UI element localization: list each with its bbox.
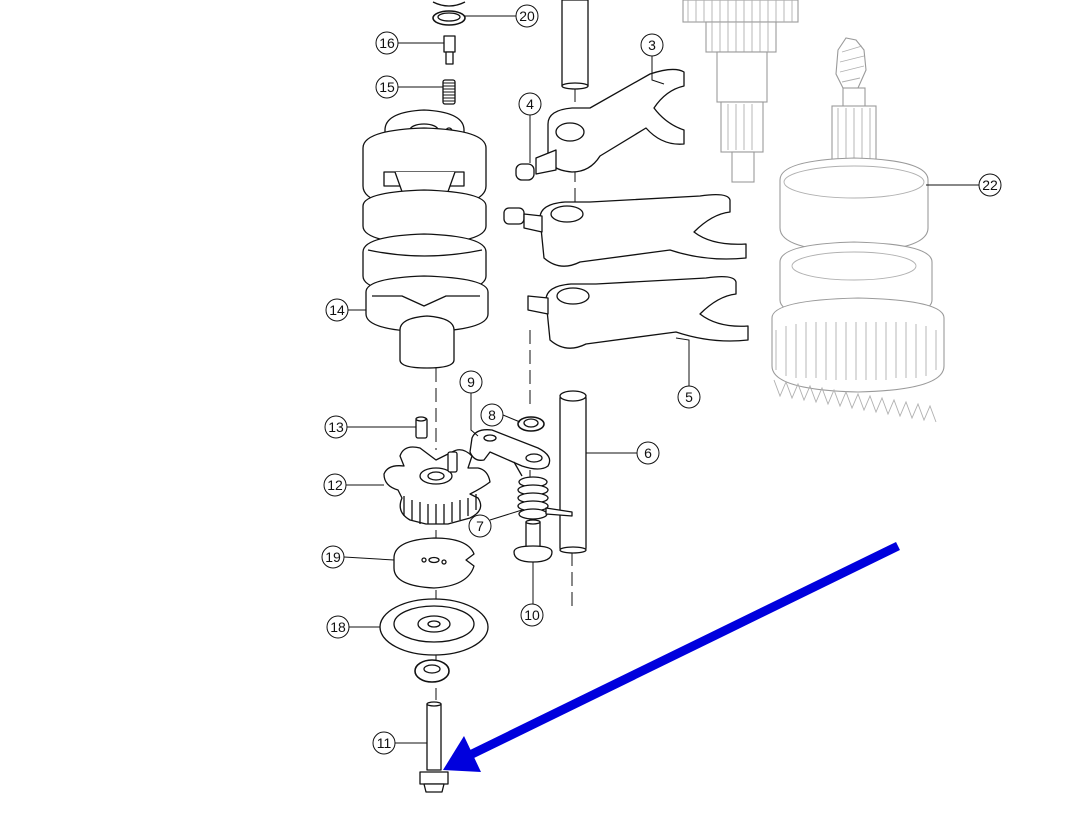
callout-10-label: 10 bbox=[524, 607, 540, 623]
part-10-bolt bbox=[513, 519, 553, 563]
upper-shift-rod bbox=[561, 0, 589, 90]
callout-8: 8 bbox=[480, 403, 504, 427]
part-5-shift-forks bbox=[503, 194, 749, 349]
part-14-shift-drum bbox=[362, 109, 489, 369]
callout-3-label: 3 bbox=[648, 37, 656, 53]
callout-18-label: 18 bbox=[330, 619, 346, 635]
callout-16: 16 bbox=[375, 31, 399, 55]
callout-5: 5 bbox=[677, 385, 701, 409]
part-6-shift-rod bbox=[559, 390, 587, 554]
leader-lines bbox=[337, 15, 979, 744]
part-7-torsion-spring bbox=[513, 461, 573, 520]
part-11-bolt bbox=[419, 701, 449, 793]
callout-16-label: 16 bbox=[379, 35, 395, 51]
callout-14: 14 bbox=[325, 298, 349, 322]
callout-6: 6 bbox=[636, 441, 660, 465]
callout-9: 9 bbox=[459, 370, 483, 394]
callout-5-label: 5 bbox=[685, 389, 693, 405]
callout-12-label: 12 bbox=[327, 477, 343, 493]
callout-12: 12 bbox=[323, 473, 347, 497]
part-3-shift-fork bbox=[515, 68, 685, 181]
ghost-shaft-assembly bbox=[771, 37, 945, 423]
blue-annotation-arrow bbox=[443, 541, 900, 772]
callout-11-label: 11 bbox=[377, 735, 392, 751]
arrow-head-icon bbox=[443, 736, 481, 772]
callout-18: 18 bbox=[326, 615, 350, 639]
part-8-washer bbox=[517, 416, 545, 432]
part-15-spring bbox=[442, 79, 456, 105]
part-9-stopper-lever bbox=[469, 429, 551, 470]
callout-20: 20 bbox=[515, 4, 539, 28]
arrow-shaft bbox=[468, 541, 900, 760]
washer-lower bbox=[414, 659, 450, 683]
callout-20-label: 20 bbox=[519, 8, 535, 24]
callout-15: 15 bbox=[375, 75, 399, 99]
part-18-segment-plate bbox=[379, 598, 489, 656]
part-19-cam-plate bbox=[393, 537, 475, 589]
callout-22: 22 bbox=[978, 173, 1002, 197]
callout-7-label: 7 bbox=[476, 518, 484, 534]
callout-8-label: 8 bbox=[488, 407, 496, 423]
part-20-o-ring bbox=[432, 1, 466, 26]
callout-9-label: 9 bbox=[467, 374, 475, 390]
callout-6-label: 6 bbox=[644, 445, 652, 461]
part-13-dowel-pin bbox=[415, 416, 428, 439]
callout-13: 13 bbox=[324, 415, 348, 439]
callout-4-label: 4 bbox=[526, 96, 534, 112]
callout-7: 7 bbox=[468, 514, 492, 538]
callout-13-label: 13 bbox=[328, 419, 344, 435]
part-12-star-wheel bbox=[383, 446, 491, 525]
callout-19-label: 19 bbox=[325, 549, 341, 565]
callout-14-label: 14 bbox=[329, 302, 345, 318]
part-16-detent-pin bbox=[443, 35, 456, 65]
callout-4: 4 bbox=[518, 92, 542, 116]
callout-11: 11 bbox=[372, 731, 396, 755]
callout-3: 3 bbox=[640, 33, 664, 57]
callout-10: 10 bbox=[520, 603, 544, 627]
callout-19: 19 bbox=[321, 545, 345, 569]
callout-15-label: 15 bbox=[379, 79, 395, 95]
ghost-gear-cluster-top bbox=[682, 0, 799, 183]
callout-22-label: 22 bbox=[982, 177, 998, 193]
